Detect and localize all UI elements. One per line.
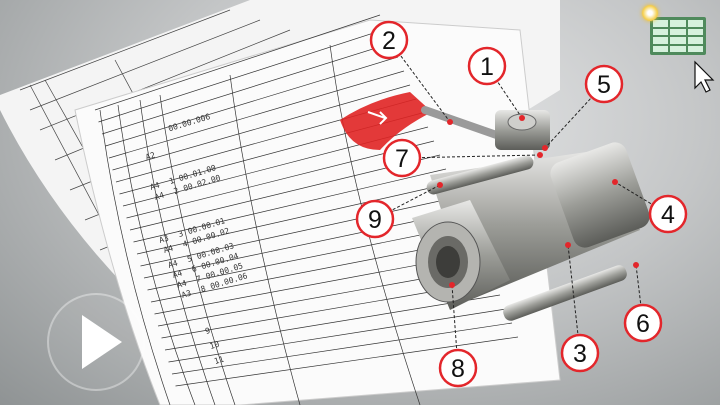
sheet-format: A4 xyxy=(176,278,188,289)
play-icon xyxy=(82,315,122,369)
leader-line xyxy=(451,284,459,369)
svg-text:9: 9 xyxy=(368,206,382,234)
sheet-format: A4 xyxy=(153,190,165,201)
sheet-row-line xyxy=(94,14,381,111)
callout-5: 5 xyxy=(584,64,624,104)
sheet-column-line xyxy=(99,109,171,405)
svg-text:3: 3 xyxy=(573,340,587,368)
callout-3: 3 xyxy=(560,333,600,373)
leader-dot xyxy=(612,179,618,185)
svg-text:8: 8 xyxy=(451,355,465,383)
leader-dot xyxy=(519,115,525,121)
leader-dot xyxy=(449,282,455,288)
leader-dot xyxy=(437,182,443,188)
sheet-row-line xyxy=(140,196,459,267)
leader-line xyxy=(401,154,541,159)
sheet-pos: 5 xyxy=(186,254,193,264)
sheet-row-line xyxy=(147,224,471,291)
sheet-pos: 9 xyxy=(204,326,211,336)
sheet-row-line xyxy=(126,140,435,219)
ball-valve xyxy=(412,110,650,321)
svg-text:7: 7 xyxy=(395,145,409,173)
sheet-format: A4 xyxy=(171,268,183,279)
sheet-row-line xyxy=(164,294,501,351)
sheet-format: A3 xyxy=(158,233,170,244)
sheet-format: A4 xyxy=(149,180,161,191)
sheet-column-line xyxy=(229,74,301,405)
callout-1: 1 xyxy=(467,46,507,86)
sparkle-icon xyxy=(642,5,658,21)
leader-dot xyxy=(633,262,639,268)
svg-text:6: 6 xyxy=(636,310,650,338)
sheet-column-line xyxy=(159,94,236,405)
callout-2: 2 xyxy=(369,20,409,60)
leader-dot xyxy=(537,152,543,158)
leader-dot xyxy=(447,119,453,125)
sheet-row-line xyxy=(175,336,519,387)
callout-8: 8 xyxy=(438,348,478,388)
play-button[interactable] xyxy=(47,293,145,391)
svg-text:4: 4 xyxy=(661,201,675,229)
sheet-row-line xyxy=(143,210,465,279)
leader-line xyxy=(544,83,605,149)
leader-dot xyxy=(542,145,548,151)
sheet-row-line xyxy=(168,308,507,363)
callout-6: 6 xyxy=(623,303,663,343)
sheet-format: A3 xyxy=(180,288,192,299)
sheet-column-line xyxy=(117,104,196,405)
sheet-row-line xyxy=(136,182,453,255)
callout-7: 7 xyxy=(382,138,422,178)
sheet-column-line xyxy=(139,99,216,405)
callout-9: 9 xyxy=(355,199,395,239)
sheet-format: A4 xyxy=(167,258,179,269)
svg-text:5: 5 xyxy=(597,71,611,99)
sheet-pos: 4 xyxy=(182,239,189,249)
callout-4: 4 xyxy=(648,194,688,234)
svg-text:1: 1 xyxy=(480,53,494,81)
cursor-icon xyxy=(694,60,715,93)
sheet-pos: 11 xyxy=(213,355,225,366)
sheet-pos: 1 xyxy=(168,176,175,186)
sheet-format: A2 xyxy=(144,150,156,161)
sheet-pos: 6 xyxy=(191,264,198,274)
arrow-icon xyxy=(367,111,388,125)
sheet-pos: 3 xyxy=(177,229,184,239)
leader-dot xyxy=(565,242,571,248)
sheet-row-line xyxy=(133,168,447,243)
sheet-format: A4 xyxy=(162,243,174,254)
table-icon xyxy=(650,17,706,55)
sheet-row-line xyxy=(98,28,387,123)
sheet-row-line xyxy=(112,84,411,171)
sheet-pos: 8 xyxy=(200,284,207,294)
sheet-row-line xyxy=(101,42,393,135)
sheet-row-line xyxy=(108,70,405,159)
svg-text:2: 2 xyxy=(382,27,396,55)
sheet-pos: 2 xyxy=(173,186,180,196)
sheet-pos: 7 xyxy=(195,274,202,284)
sheet-pos: 10 xyxy=(209,340,221,351)
leader-line xyxy=(567,244,581,354)
sheet-row-line xyxy=(105,56,399,147)
